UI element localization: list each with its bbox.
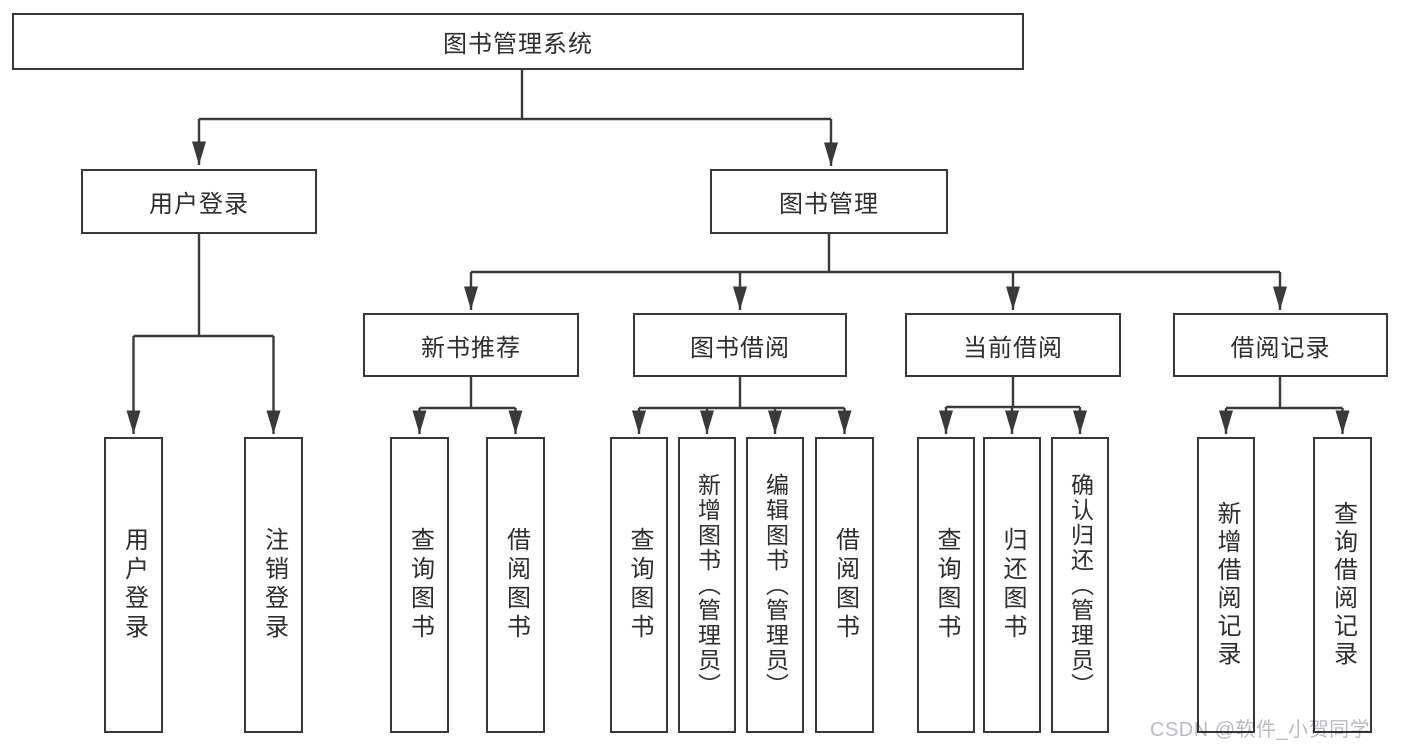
node-new-book-rec-label: 新书推荐 [421, 334, 521, 362]
node-user-login-label: 用户登录 [149, 191, 249, 218]
edge-user-login-children [126, 234, 281, 434]
edge-book-mgmt-to-level3 [464, 234, 1287, 310]
node-leaf-nb-query-book: 查询图书 [390, 437, 449, 733]
node-leaf-bb-add-book-label: 新增图书（管理员） [694, 472, 721, 698]
node-current-borrow: 当前借阅 [905, 313, 1121, 377]
watermark: CSDN @软件_小贺同学 [1150, 719, 1371, 741]
node-book-mgmt: 图书管理 [710, 169, 948, 234]
edge-current-borrow-children [939, 377, 1087, 434]
node-leaf-bb-query-book-label: 查询图书 [626, 527, 653, 643]
node-borrow-records-label: 借阅记录 [1230, 334, 1331, 362]
node-leaf-br-add-record-label: 新增借阅记录 [1213, 501, 1240, 669]
node-leaf-user-login: 用户登录 [104, 437, 163, 733]
edge-book-borrow-children [632, 377, 852, 434]
node-borrow-records: 借阅记录 [1173, 313, 1388, 377]
node-leaf-cb-return-book-label: 归还图书 [999, 527, 1026, 643]
node-leaf-user-login-label: 用户登录 [120, 527, 148, 643]
node-book-borrow: 图书借阅 [633, 313, 847, 377]
node-book-borrow-label: 图书借阅 [690, 334, 790, 362]
node-leaf-bb-borrow-book: 借阅图书 [815, 437, 874, 733]
node-book-mgmt-label: 图书管理 [779, 191, 879, 218]
node-current-borrow-label: 当前借阅 [963, 334, 1063, 362]
edge-root-to-level2 [192, 69, 838, 166]
node-leaf-nb-borrow-book: 借阅图书 [486, 437, 545, 733]
node-new-book-rec: 新书推荐 [363, 313, 579, 377]
node-user-login: 用户登录 [81, 169, 317, 234]
node-leaf-logout-label: 注销登录 [260, 527, 288, 643]
node-leaf-cb-query-book-label: 查询图书 [933, 527, 960, 643]
node-leaf-bb-borrow-book-label: 借阅图书 [831, 527, 859, 643]
node-leaf-bb-add-book: 新增图书（管理员） [678, 437, 736, 733]
node-leaf-nb-query-book-label: 查询图书 [406, 527, 434, 643]
node-root: 图书管理系统 [12, 13, 1024, 70]
node-leaf-cb-confirm-return: 确认归还（管理员） [1051, 437, 1109, 733]
node-leaf-cb-confirm-return-label: 确认归还（管理员） [1067, 472, 1094, 698]
node-leaf-nb-borrow-book-label: 借阅图书 [502, 527, 530, 643]
node-leaf-bb-edit-book: 编辑图书（管理员） [746, 437, 804, 733]
node-leaf-br-query-record-label: 查询借阅记录 [1329, 501, 1357, 669]
node-leaf-br-add-record: 新增借阅记录 [1197, 437, 1255, 733]
node-leaf-cb-query-book: 查询图书 [917, 437, 975, 733]
edge-borrow-records-children [1219, 377, 1350, 434]
node-leaf-bb-edit-book-label: 编辑图书（管理员） [762, 472, 789, 698]
node-leaf-cb-return-book: 归还图书 [983, 437, 1041, 733]
node-root-label: 图书管理系统 [443, 31, 593, 58]
node-leaf-logout: 注销登录 [244, 437, 303, 733]
node-leaf-br-query-record: 查询借阅记录 [1313, 437, 1372, 733]
node-leaf-bb-query-book: 查询图书 [610, 437, 668, 733]
edge-new-book-rec-children [412, 377, 523, 434]
